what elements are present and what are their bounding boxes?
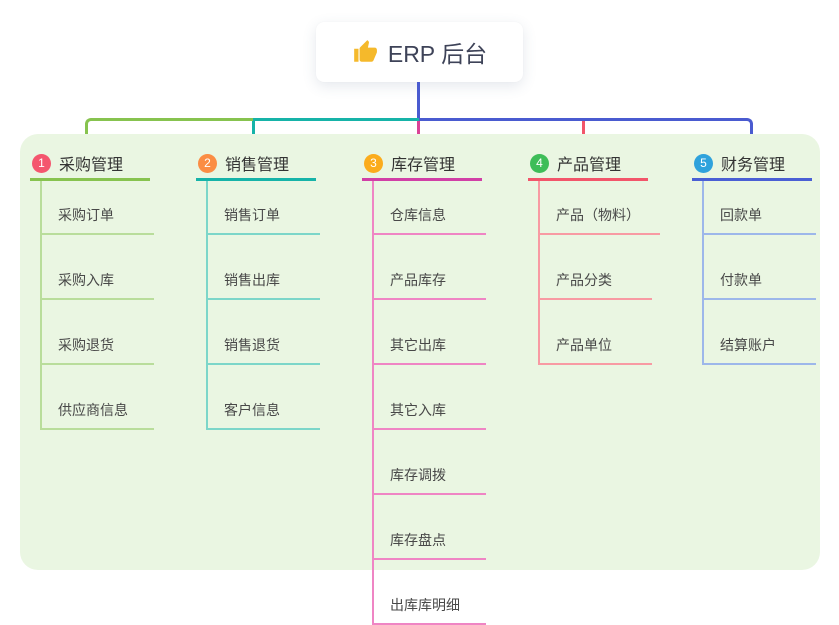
- branch-label: 财务管理: [721, 157, 786, 174]
- child-node[interactable]: 供应商信息: [42, 365, 154, 430]
- child-node[interactable]: 产品（物料）: [540, 181, 660, 235]
- branch-header-inventory[interactable]: 3 库存管理: [362, 148, 482, 181]
- branch-header-finance[interactable]: 5 财务管理: [692, 148, 812, 181]
- child-node[interactable]: 销售订单: [208, 181, 320, 235]
- branch-number-badge: 5: [694, 153, 713, 173]
- child-list: 销售订单销售出库销售退货客户信息: [206, 181, 320, 430]
- child-node[interactable]: 出库库明细: [374, 560, 486, 625]
- child-node[interactable]: 销售出库: [208, 235, 320, 300]
- branch-header-product[interactable]: 4 产品管理: [528, 148, 648, 181]
- child-node[interactable]: 库存盘点: [374, 495, 486, 560]
- child-node[interactable]: 客户信息: [208, 365, 320, 430]
- child-list: 回款单付款单结算账户: [702, 181, 816, 365]
- root-node[interactable]: ERP 后台: [316, 22, 523, 82]
- connector-bus-teal: [253, 118, 419, 121]
- connector-elbow-right: [738, 118, 753, 149]
- branch-label: 采购管理: [59, 157, 124, 174]
- connector-trunk: [417, 82, 420, 120]
- child-node[interactable]: 仓库信息: [374, 181, 486, 235]
- child-node[interactable]: 销售退货: [208, 300, 320, 365]
- child-node[interactable]: 付款单: [704, 235, 816, 300]
- child-node[interactable]: 采购入库: [42, 235, 154, 300]
- child-node[interactable]: 产品库存: [374, 235, 486, 300]
- branch-header-purchase[interactable]: 1 采购管理: [30, 148, 150, 181]
- child-node[interactable]: 结算账户: [704, 300, 816, 365]
- branch-number-badge: 1: [32, 153, 51, 173]
- child-node[interactable]: 产品单位: [540, 300, 652, 365]
- branch-number-badge: 2: [198, 153, 217, 173]
- branch-label: 产品管理: [557, 157, 622, 174]
- child-node[interactable]: 产品分类: [540, 235, 652, 300]
- branches-panel: [20, 134, 820, 570]
- branch-inventory: 3 库存管理 仓库信息产品库存其它出库其它入库库存调拨库存盘点出库库明细: [362, 148, 486, 625]
- child-list: 仓库信息产品库存其它出库其它入库库存调拨库存盘点出库库明细: [372, 181, 486, 625]
- child-node[interactable]: 采购订单: [42, 181, 154, 235]
- child-list: 采购订单采购入库采购退货供应商信息: [40, 181, 154, 430]
- child-node[interactable]: 回款单: [704, 181, 816, 235]
- connector-elbow-left: [85, 118, 255, 149]
- child-node[interactable]: 其它出库: [374, 300, 486, 365]
- branch-number-badge: 3: [364, 153, 383, 173]
- child-list: 产品（物料）产品分类产品单位: [538, 181, 660, 365]
- branch-label: 销售管理: [225, 157, 290, 174]
- branch-product: 4 产品管理 产品（物料）产品分类产品单位: [528, 148, 660, 365]
- child-node[interactable]: 库存调拨: [374, 430, 486, 495]
- root-title: ERP 后台: [387, 41, 488, 67]
- thumbs-up-icon: [354, 40, 377, 62]
- child-node[interactable]: 其它入库: [374, 365, 486, 430]
- child-node[interactable]: 采购退货: [42, 300, 154, 365]
- branch-header-sales[interactable]: 2 销售管理: [196, 148, 316, 181]
- branch-sales: 2 销售管理 销售订单销售出库销售退货客户信息: [196, 148, 320, 430]
- branch-number-badge: 4: [530, 153, 549, 173]
- connector-bus-blue: [419, 118, 740, 121]
- branch-label: 库存管理: [391, 157, 456, 174]
- branch-finance: 5 财务管理 回款单付款单结算账户: [692, 148, 816, 365]
- branch-purchase: 1 采购管理 采购订单采购入库采购退货供应商信息: [30, 148, 154, 430]
